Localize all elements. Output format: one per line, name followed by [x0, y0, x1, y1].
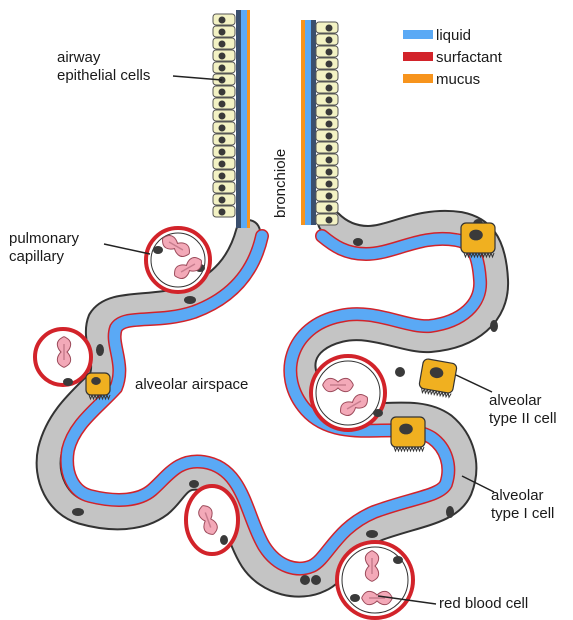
epithelial-cell: [316, 214, 338, 225]
label-pulmonary-line1: pulmonary: [9, 230, 80, 247]
epithelial-cell: [213, 38, 235, 49]
epithelial-cell: [316, 46, 338, 57]
alveolar-type-ii-cell: [418, 358, 457, 397]
alveolar-type-ii-cell: [461, 223, 495, 257]
epithelial-cell: [213, 122, 235, 133]
epithelial-cell: [316, 190, 338, 201]
epithelial-cell: [316, 94, 338, 105]
epithelial-cell: [213, 110, 235, 121]
epithelial-cell: [213, 86, 235, 97]
epithelial-cell: [316, 178, 338, 189]
epithelial-cell: [316, 166, 338, 177]
label-type1-line1: alveolar: [491, 487, 544, 504]
label-bronchiole: bronchiole: [272, 149, 289, 218]
epithelial-cell: [316, 130, 338, 141]
leader-capillary: [104, 244, 150, 254]
leader-type2: [456, 375, 492, 392]
alveolar-type-ii-cell: [391, 417, 425, 451]
epithelial-cell: [316, 58, 338, 69]
epithelial-cell: [316, 118, 338, 129]
label-airway-line2: epithelial cells: [57, 67, 150, 84]
epithelial-cell: [213, 146, 235, 157]
epithelial-cell: [213, 194, 235, 205]
epithelial-cell: [316, 22, 338, 33]
legend: liquid surfactant mucus: [403, 27, 503, 88]
epithelial-cell: [213, 26, 235, 37]
airway-epithelial-cells-right: [316, 22, 338, 225]
epithelial-cell: [213, 50, 235, 61]
label-type1-line2: type I cell: [491, 505, 554, 522]
label-type2-line2: type II cell: [489, 410, 557, 427]
epithelial-cell: [213, 170, 235, 181]
label-type2-line1: alveolar: [489, 392, 542, 409]
epithelial-cell: [316, 154, 338, 165]
epithelial-cell: [213, 62, 235, 73]
epithelial-cell: [213, 182, 235, 193]
label-airspace: alveolar airspace: [135, 376, 248, 393]
legend-label-mucus: mucus: [436, 71, 480, 88]
wall-nuclei: [72, 219, 498, 585]
epithelial-cell: [316, 82, 338, 93]
airway-epithelial-cells-left: [213, 14, 235, 217]
label-airway-line1: airway: [57, 49, 101, 66]
epithelial-cell: [316, 70, 338, 81]
epithelial-cell: [213, 14, 235, 25]
alveolar-type-ii-cell: [86, 373, 110, 399]
legend-label-surfactant: surfactant: [436, 49, 503, 66]
legend-swatch-mucus: [403, 74, 433, 83]
legend-swatch-surfactant: [403, 52, 433, 61]
epithelial-cell: [316, 142, 338, 153]
epithelial-cell: [213, 158, 235, 169]
epithelial-cell: [316, 106, 338, 117]
alveolar-wall: [49, 219, 498, 585]
epithelial-cell: [213, 98, 235, 109]
epithelial-cell: [213, 134, 235, 145]
label-pulmonary-line2: capillary: [9, 248, 65, 265]
epithelial-cell: [213, 206, 235, 217]
legend-swatch-liquid: [403, 30, 433, 39]
legend-label-liquid: liquid: [436, 27, 471, 44]
epithelial-cell: [316, 202, 338, 213]
epithelial-cell: [316, 34, 338, 45]
label-rbc: red blood cell: [439, 595, 528, 612]
capillary-right: [311, 356, 385, 430]
